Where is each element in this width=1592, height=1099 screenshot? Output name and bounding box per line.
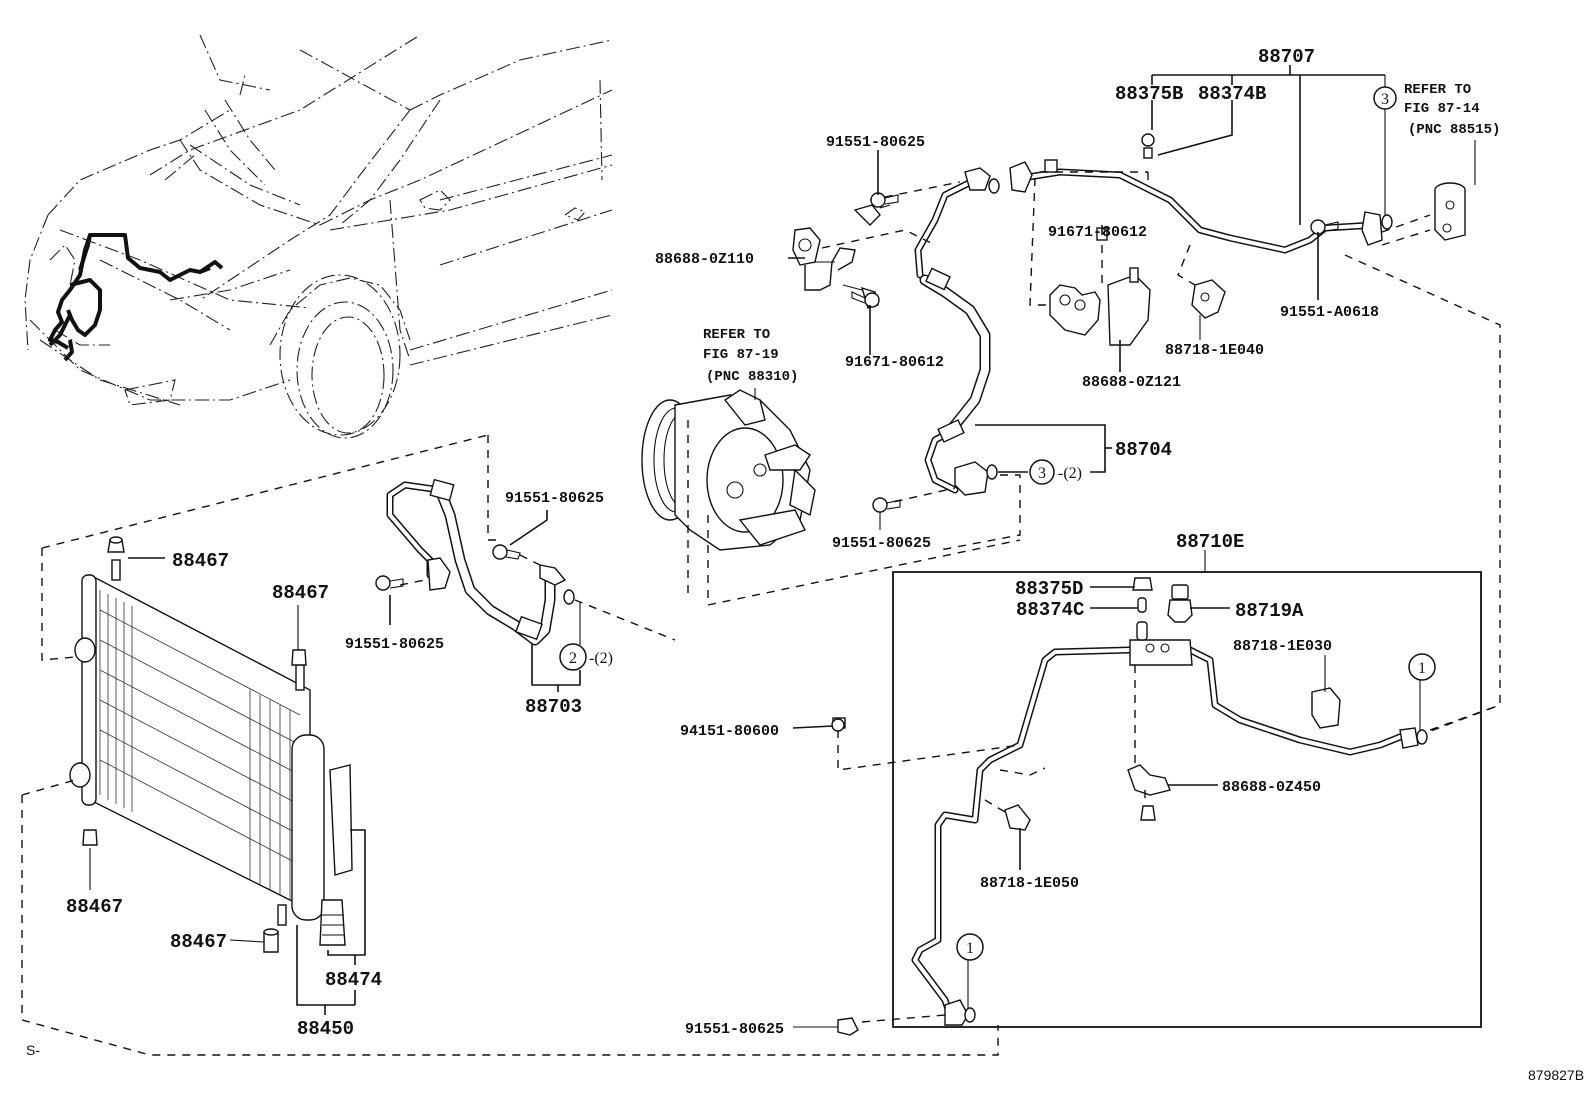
cap-88467-bottom-illustration [263, 928, 279, 953]
suction-hose-88703-illustration [41, 434, 676, 661]
callout-1-top-number: 1 [1418, 660, 1426, 677]
ref-expansion-valve-line3: (PNC 88515) [1408, 122, 1500, 138]
bolt-icon [870, 192, 899, 208]
figure-id: 879827B [1528, 1067, 1584, 1083]
label-88718-1E030[interactable]: 88718-1E030 [1233, 638, 1332, 655]
callout-2-quantity: -(2) [589, 650, 613, 667]
label-88688-0Z450[interactable]: 88688-0Z450 [1222, 779, 1321, 796]
label-88719A[interactable]: 88719A [1235, 600, 1304, 622]
label-88467-c[interactable]: 88467 [66, 896, 123, 918]
expansion-valve-illustration [1434, 182, 1466, 241]
callout-1-bottom-number: 1 [966, 940, 974, 957]
label-88688-0Z121[interactable]: 88688-0Z121 [1082, 374, 1181, 391]
cap-88467-mid-illustration [291, 649, 307, 666]
label-88718-1E040[interactable]: 88718-1E040 [1165, 342, 1264, 359]
vehicle-outline [24, 34, 613, 439]
label-88450[interactable]: 88450 [297, 1018, 354, 1040]
label-91551-A0618[interactable]: 91551-A0618 [1280, 304, 1379, 321]
callout-3-quantity: -(2) [1058, 465, 1082, 482]
cap-88467-top-illustration [107, 536, 125, 553]
label-88374B[interactable]: 88374B [1198, 83, 1266, 105]
ref-compressor-line1: REFER TO [703, 327, 770, 343]
label-88707[interactable]: 88707 [1258, 46, 1315, 68]
label-94151-80600[interactable]: 94151-80600 [680, 723, 779, 740]
nut-icon [831, 718, 845, 732]
compressor-illustration [641, 388, 1021, 606]
assembly-88710E-box [892, 571, 1482, 1028]
callout-2-number: 2 [569, 650, 577, 667]
label-88703[interactable]: 88703 [525, 696, 582, 718]
clamp-88688-0Z121-illustration [1049, 227, 1151, 346]
bolt-icon [375, 575, 404, 591]
corner-mark: S- [26, 1042, 40, 1058]
callout-2: 2 -(2) [559, 643, 613, 671]
callout-3-top: 3 [1373, 86, 1397, 110]
label-88375B[interactable]: 88375B [1115, 83, 1183, 105]
discharge-hose-88704-illustration [869, 167, 1021, 551]
bolt-icon [872, 497, 901, 513]
ac-harness-highlight [48, 233, 224, 362]
label-88710E[interactable]: 88710E [1176, 531, 1244, 553]
ref-compressor-line3: (PNC 88310) [706, 369, 798, 385]
callout-3-mid-number: 3 [1038, 465, 1046, 482]
liquid-pipe-88710E-illustration [832, 577, 1501, 1036]
label-88467-d[interactable]: 88467 [170, 931, 227, 953]
callout-1-bottom: 1 [956, 933, 984, 961]
label-88688-0Z110[interactable]: 88688-0Z110 [655, 251, 754, 268]
label-88467-a[interactable]: 88467 [172, 550, 229, 572]
ref-expansion-valve-line2[interactable]: FIG 87-14 [1404, 101, 1480, 117]
condenser-illustration [21, 559, 999, 1056]
label-91551-80625-hose-lower[interactable]: 91551-80625 [345, 636, 444, 653]
bolt-icon [492, 544, 521, 560]
label-91671-80612-left[interactable]: 91671-80612 [845, 354, 944, 371]
ref-expansion-valve-line1: REFER TO [1404, 82, 1471, 98]
leader-lines [89, 65, 1476, 1028]
label-88718-1E050[interactable]: 88718-1E050 [980, 875, 1079, 892]
clamp-88718-1E040-illustration [1191, 279, 1226, 319]
label-91551-80625-top[interactable]: 91551-80625 [826, 134, 925, 151]
callout-1-top: 1 [1408, 653, 1436, 681]
label-88474[interactable]: 88474 [325, 969, 382, 991]
callout-3-top-number: 3 [1381, 91, 1389, 108]
label-88375D[interactable]: 88375D [1015, 578, 1083, 600]
label-91671-80612-right[interactable]: 91671-80612 [1048, 224, 1147, 241]
part-labels: 88707 88375B 88374B REFER TO FIG 87-14 (… [26, 46, 1584, 1083]
label-91551-80625-bottom[interactable]: 91551-80625 [685, 1021, 784, 1038]
label-91551-80625-hose-upper[interactable]: 91551-80625 [505, 490, 604, 507]
label-88704[interactable]: 88704 [1115, 439, 1172, 461]
label-91551-80625-mid[interactable]: 91551-80625 [832, 535, 931, 552]
nut-icon [1141, 133, 1155, 159]
clamp-88688-0Z110-illustration [792, 204, 936, 309]
ref-compressor-line2[interactable]: FIG 87-19 [703, 347, 779, 363]
callout-3-mid: 3 -(2) [1029, 459, 1082, 485]
label-88467-b[interactable]: 88467 [272, 582, 329, 604]
label-88374C[interactable]: 88374C [1016, 599, 1084, 621]
cap-88467-left-illustration [82, 829, 98, 846]
bolt-icon [851, 291, 880, 308]
